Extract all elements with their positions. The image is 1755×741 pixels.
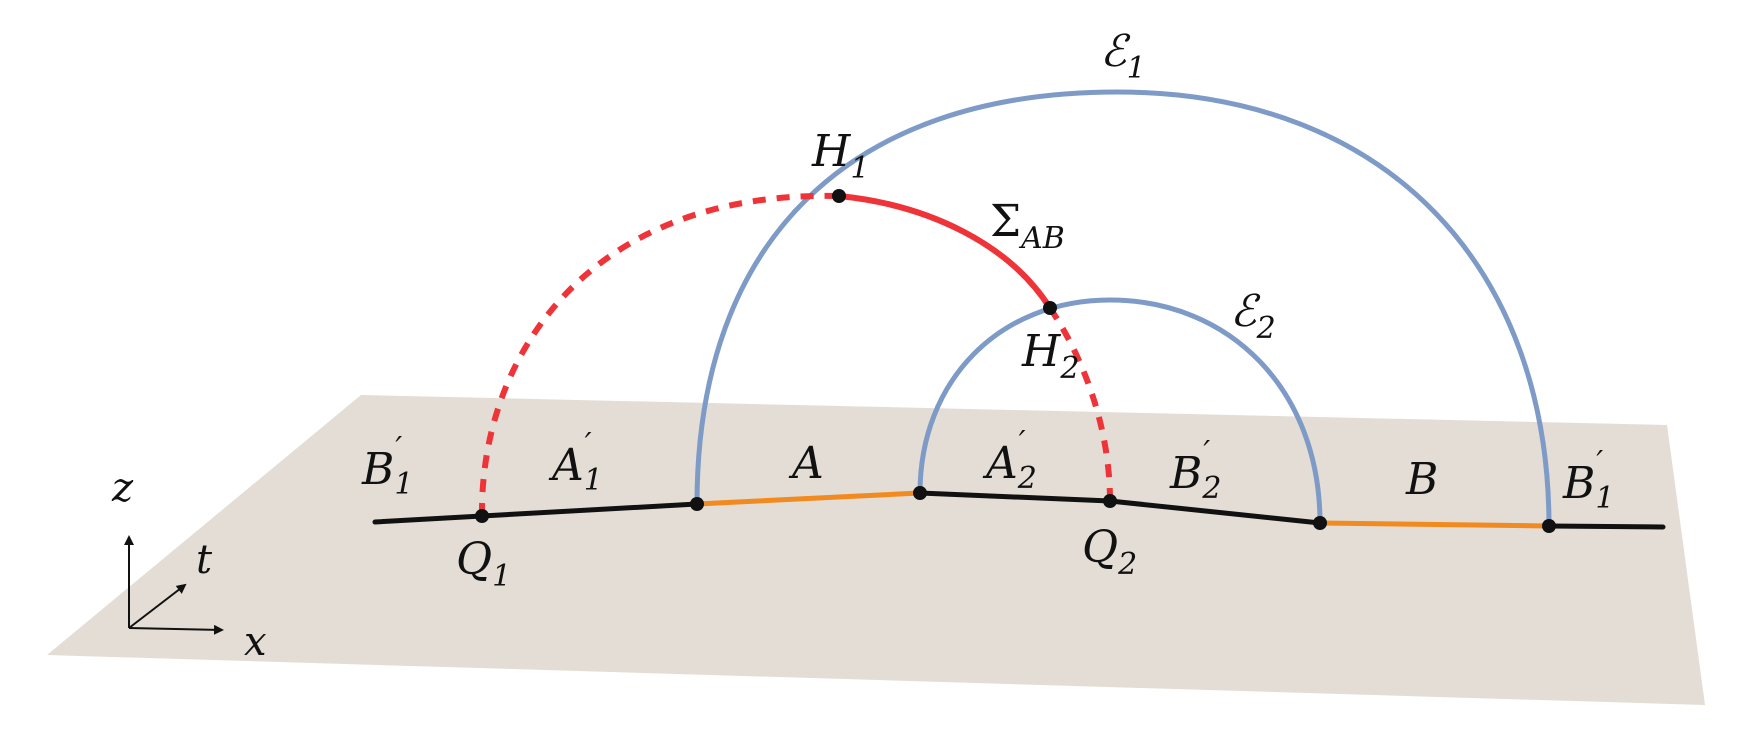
t-axis-arrow [128, 583, 187, 629]
point-h1 [832, 189, 846, 203]
arc-sigma-dashed-right [1047, 306, 1113, 502]
point-h2 [1043, 301, 1057, 315]
segment-b [1317, 520, 1552, 529]
segment-b1-prime-left [372, 513, 485, 525]
points [475, 189, 1556, 533]
x-axis-arrow [128, 624, 224, 635]
point-b-b1-boundary [1542, 519, 1556, 533]
arc-sigma-dashed-left [478, 192, 840, 517]
arc-e1 [694, 89, 1552, 527]
axis-label-z: z [112, 465, 134, 511]
label-a1-prime: A′1 [552, 427, 603, 498]
point-a1-a-boundary [690, 497, 704, 511]
label-b2-prime: B′2 [1170, 435, 1222, 506]
arc-e2 [917, 297, 1323, 524]
arc-sigma-solid [838, 193, 1053, 310]
label-b1-prime-right: B′1 [1563, 445, 1615, 516]
subregions [694, 490, 1552, 529]
point-q2 [1103, 494, 1117, 508]
point-q1 [475, 509, 489, 523]
segment-b2-prime [1107, 498, 1323, 526]
label-h2: H2 [1022, 326, 1080, 386]
label-sigma-ab: ΣAB [990, 196, 1065, 256]
boundary-line [372, 490, 1666, 530]
label-e1: ℰ1 [1100, 26, 1146, 86]
axis-label-t: t [196, 537, 213, 583]
segment-a [694, 490, 923, 507]
segment-a2-prime [917, 490, 1113, 504]
boundary-plane [47, 395, 1705, 705]
segment-a1-prime [479, 501, 700, 519]
label-h1: H1 [812, 126, 870, 186]
point-a-a2-boundary [913, 486, 927, 500]
point-b2-b-boundary [1313, 516, 1327, 530]
label-a: A [792, 438, 824, 489]
label-b1-prime-left: B′1 [362, 431, 414, 502]
label-q1: Q1 [456, 534, 512, 594]
label-b: B [1406, 454, 1439, 505]
axes-tripod [124, 535, 224, 635]
label-a2-prime: A′2 [986, 425, 1037, 496]
label-e2: ℰ2 [1230, 286, 1276, 346]
axis-label-x: x [244, 619, 267, 665]
label-q2: Q2 [1082, 522, 1138, 582]
segment-b1-prime-right [1546, 523, 1666, 530]
